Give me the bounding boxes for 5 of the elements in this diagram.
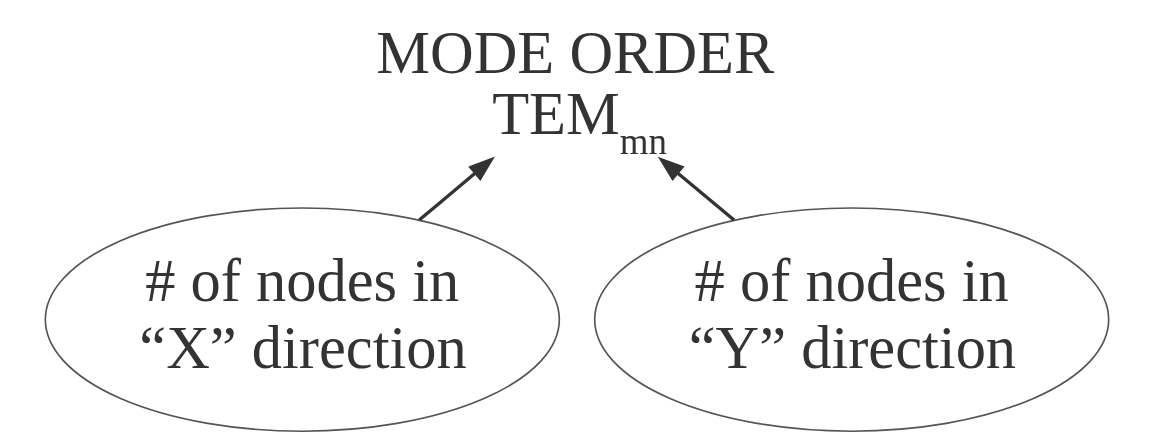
arrow (417, 156, 495, 222)
node-ellipse: # of nodes in “Y” direction (593, 207, 1109, 433)
node-text: MODE ORDER TEM$_{mn}$ (375, 19, 774, 163)
arrow (657, 156, 735, 222)
node-ellipse: # of nodes in “X” direction (44, 207, 560, 433)
